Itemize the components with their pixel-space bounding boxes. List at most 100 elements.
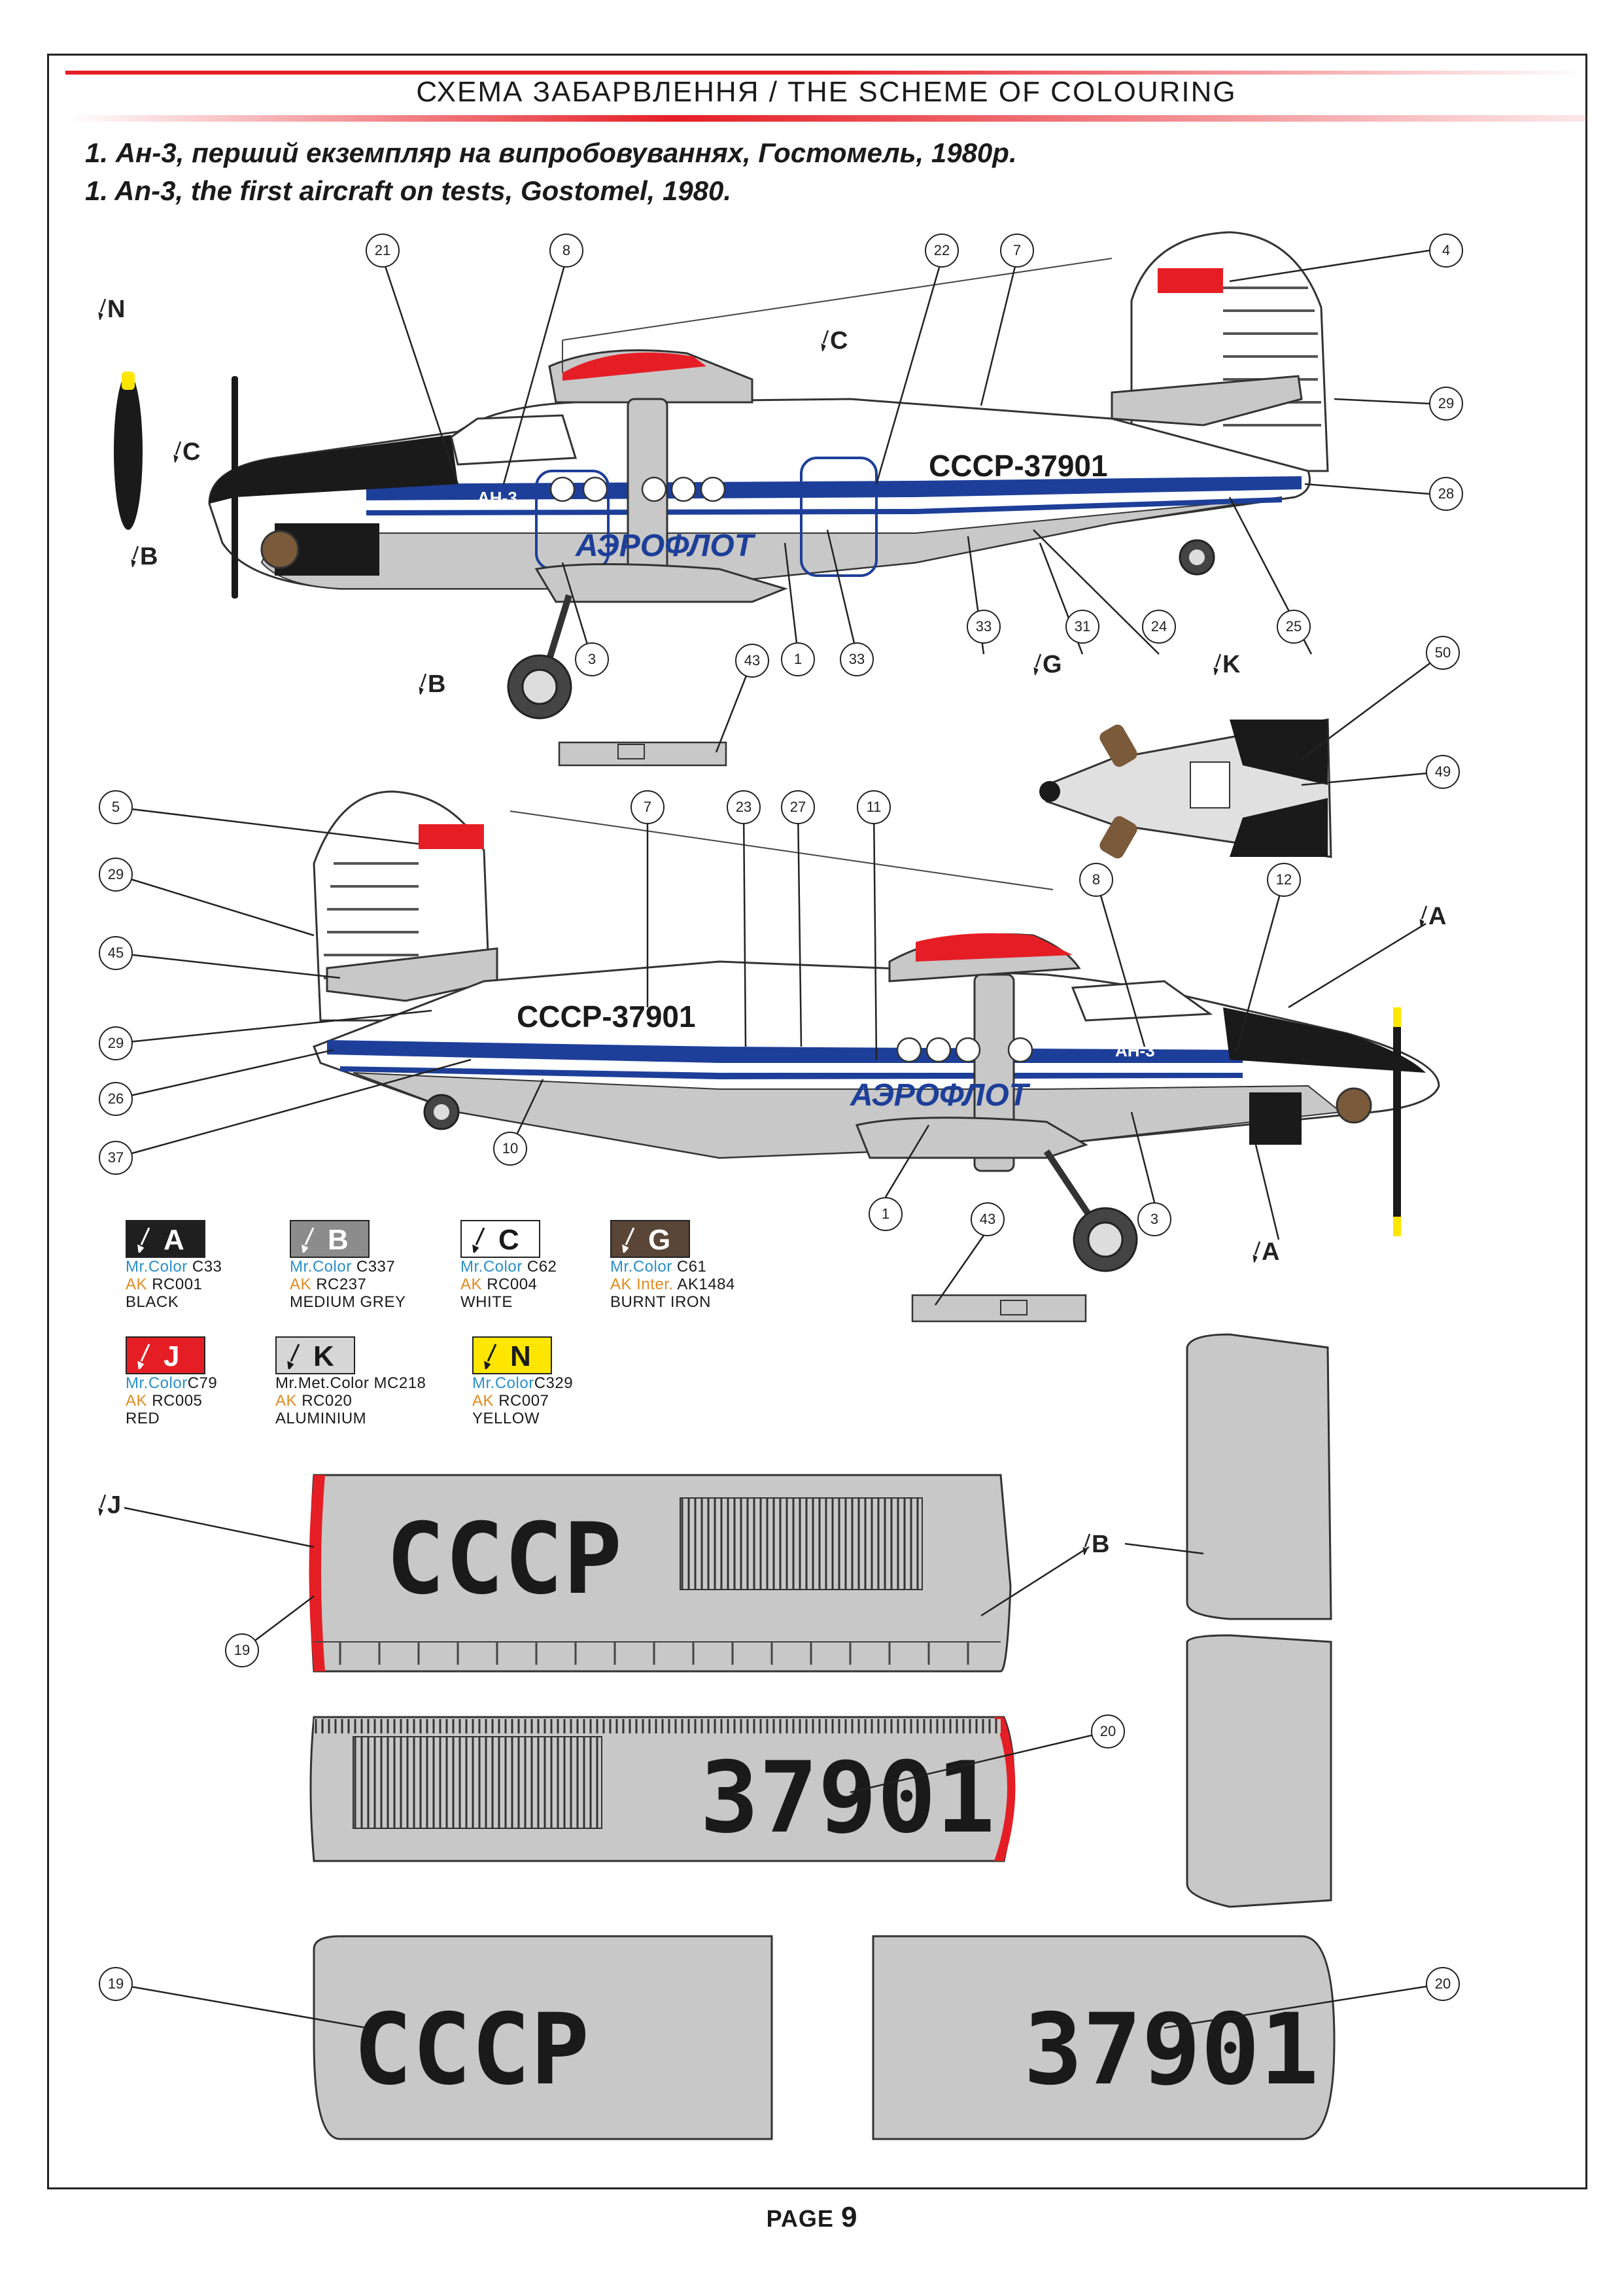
color-name: YELLOW <box>472 1410 540 1427</box>
mr-color-label: Mr.Color <box>290 1258 352 1276</box>
ak-value: AK1484 <box>677 1276 735 1293</box>
color-name: MEDIUM GREY <box>290 1293 406 1311</box>
wing-ussr-lower: СССР <box>353 1993 589 2107</box>
callout-21: 21 <box>366 234 400 268</box>
ak-label: AK <box>460 1276 483 1293</box>
page-number-value: 9 <box>840 2201 858 2233</box>
brush-icon <box>1253 1241 1261 1262</box>
wing-upper-left <box>309 1474 1012 1673</box>
brush-icon <box>1033 653 1042 675</box>
airline-right: АЭРОФЛОТ <box>850 1078 1031 1113</box>
swatch-a: A Mr.Color C33 AK RC001 BLACK <box>126 1220 341 1311</box>
brush-icon <box>173 441 182 462</box>
swatch-code: A <box>164 1224 184 1256</box>
callout-37: 37 <box>99 1141 133 1175</box>
title-band: СХЕМА ЗАБАРВЛЕННЯ / THE SCHEME OF COLOUR… <box>65 71 1587 124</box>
ak-value: RC005 <box>152 1392 203 1410</box>
ak-label: AK <box>290 1276 312 1293</box>
mr-color-label: Mr.Color <box>126 1374 188 1392</box>
brush-label-g: G <box>1033 651 1062 679</box>
callout-4: 4 <box>1429 234 1463 268</box>
brush-icon <box>98 298 107 320</box>
brush-label-b1: B <box>131 543 158 571</box>
callout-10: 10 <box>493 1132 527 1166</box>
page-label: PAGE <box>766 2205 834 2232</box>
callout-20a: 20 <box>1091 1714 1125 1748</box>
brush-label-b2: B <box>419 670 445 699</box>
swatch-chip: C <box>460 1220 540 1258</box>
brush-icon <box>287 1344 300 1369</box>
type-label-left: АН-3 <box>477 488 517 508</box>
wing-lower-right <box>872 1935 1336 2140</box>
callout-22: 22 <box>925 234 959 268</box>
stabiliser-panels <box>1186 1333 1332 1908</box>
swatch-chip: G <box>610 1220 690 1258</box>
swatch-g: G Mr.Color C61 AK Inter. AK1484 BURNT IR… <box>610 1220 826 1311</box>
brush-icon <box>472 1227 485 1253</box>
callout-8b: 8 <box>1079 863 1113 897</box>
callout-33b: 33 <box>967 610 1001 644</box>
brush-label-k: K <box>1213 651 1240 679</box>
brush-icon <box>821 330 829 351</box>
callout-5: 5 <box>99 790 133 824</box>
swatch-j: J Mr.ColorC79 AK RC005 RED <box>126 1336 341 1427</box>
callout-50: 50 <box>1426 636 1460 670</box>
brush-icon <box>137 1227 150 1253</box>
page-title: СХЕМА ЗАБАРВЛЕННЯ / THE SCHEME OF COLOUR… <box>416 76 1237 108</box>
swatch-chip: K <box>275 1336 355 1374</box>
ak-value: RC007 <box>498 1392 549 1410</box>
ak-value: RC020 <box>302 1392 353 1410</box>
callout-1b: 1 <box>869 1197 903 1231</box>
leader-lines <box>115 249 1443 2029</box>
callout-1: 1 <box>781 642 815 676</box>
subtitle-ukrainian: 1. Ан-3, перший екземпляр на випробовува… <box>85 137 1017 168</box>
mr-color-label: Mr.Met.Color <box>275 1374 370 1392</box>
callout-45: 45 <box>99 936 133 970</box>
left-side-view <box>114 231 1329 720</box>
callout-25: 25 <box>1277 610 1311 644</box>
brush-label-j: J <box>98 1491 121 1520</box>
swatch-chip: B <box>290 1220 370 1258</box>
ak-value: RC004 <box>487 1276 538 1293</box>
brush-icon <box>137 1344 150 1369</box>
brush-icon <box>98 1494 107 1516</box>
mr-color-value: C337 <box>356 1258 396 1276</box>
mr-color-label: Mr.Color <box>472 1374 534 1392</box>
callout-29: 29 <box>1429 387 1463 421</box>
color-name: BURNT IRON <box>610 1293 711 1311</box>
type-label-right: АН-3 <box>1115 1041 1155 1060</box>
callout-31: 31 <box>1065 610 1099 644</box>
callout-29c: 29 <box>99 1026 133 1060</box>
wing-lower-left <box>313 1935 773 2140</box>
callout-8: 8 <box>549 234 583 268</box>
swatch-n: N Mr.ColorC329 AK RC007 YELLOW <box>472 1336 688 1427</box>
wing-number-upper: 37901 <box>700 1741 995 1855</box>
callout-12: 12 <box>1267 863 1301 897</box>
brush-icon <box>622 1227 635 1253</box>
color-name: RED <box>126 1410 160 1427</box>
wing-upper-right <box>309 1716 1016 1862</box>
callout-24: 24 <box>1142 610 1176 644</box>
swatch-code: B <box>328 1224 349 1256</box>
swatch-code: K <box>313 1340 334 1372</box>
swatch-code: N <box>510 1340 531 1372</box>
callout-11: 11 <box>857 790 891 824</box>
brush-label-c2: C <box>821 327 848 355</box>
right-side-view <box>313 790 1440 1272</box>
callout-3b: 3 <box>1137 1202 1171 1236</box>
mr-color-value: C33 <box>192 1258 222 1276</box>
swatch-chip: A <box>126 1220 205 1258</box>
mr-color-label: Mr.Color <box>610 1258 672 1276</box>
ak-label: AK <box>126 1276 148 1293</box>
mr-color-value: C79 <box>187 1374 218 1392</box>
brush-icon <box>131 546 139 567</box>
color-name: ALUMINIUM <box>275 1410 367 1427</box>
swatch-code: G <box>648 1224 671 1256</box>
mr-color-value: MC218 <box>373 1374 426 1392</box>
brush-icon <box>1082 1533 1091 1555</box>
swatch-code: J <box>164 1340 180 1372</box>
brush-icon <box>1419 905 1428 927</box>
title-band-graphic <box>65 71 1587 122</box>
callout-27: 27 <box>781 790 815 824</box>
